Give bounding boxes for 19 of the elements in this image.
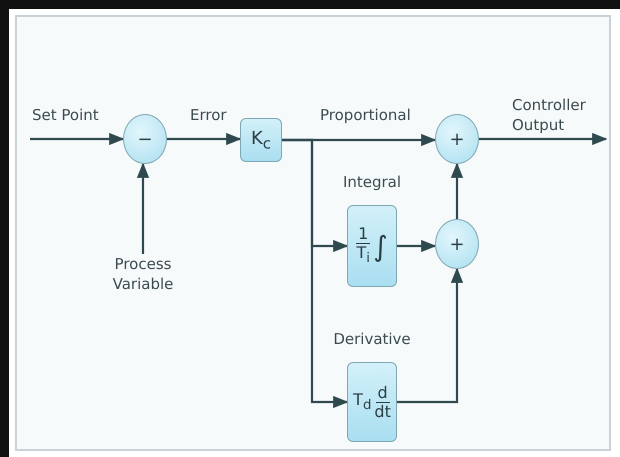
signal-arrow [282, 138, 349, 408]
signal-arrow [479, 132, 608, 146]
summing-junction: + [435, 114, 479, 164]
signal-arrow [30, 132, 125, 146]
signal-label: Process Variable [97, 254, 189, 298]
block-heading: Integral [342, 173, 402, 191]
summing-junction: − [123, 114, 167, 164]
summing-junction: + [435, 219, 479, 269]
edge-label: Proportional [320, 105, 411, 126]
block-heading: Derivative [333, 330, 411, 348]
edge-label: Controller Output [512, 95, 587, 136]
signal-arrow [397, 240, 437, 252]
edge-label: Set Point [32, 105, 99, 126]
signal-arrow [167, 132, 242, 146]
edge-label: Error [190, 105, 227, 126]
signal-arrow [450, 162, 464, 219]
signal-arrow [397, 267, 464, 404]
gain-block: K$_{c}$ [240, 118, 282, 162]
signal-arrow [136, 162, 150, 254]
